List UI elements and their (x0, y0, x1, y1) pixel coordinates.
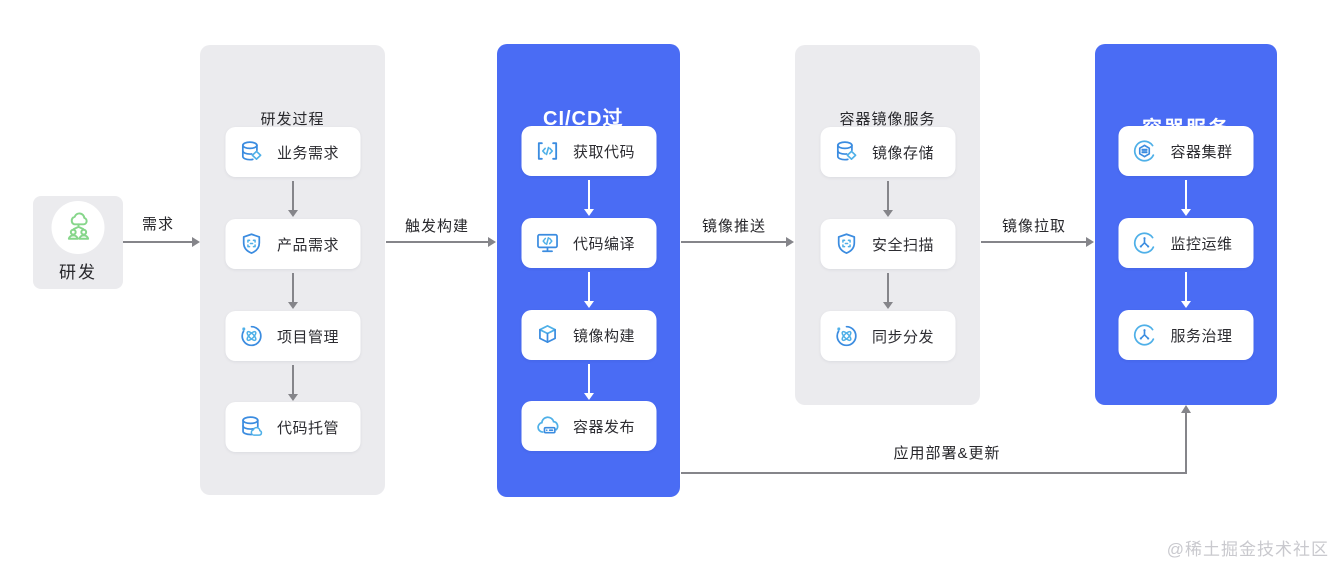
flow-label-trigger-build: 触发构建 (404, 218, 469, 235)
card-label: 产品需求 (276, 236, 339, 254)
actor-avatar (51, 201, 105, 254)
actor-rd-box: 研发 (33, 196, 123, 289)
branch-icon (1132, 322, 1158, 348)
card-monitoring-ops: 监控运维 (1118, 218, 1254, 268)
card-container-cluster: 容器集群 (1118, 126, 1254, 176)
code-brackets-icon (534, 138, 560, 164)
cluster-icon (1132, 138, 1158, 164)
card-code-compile: 代码编译 (521, 218, 656, 268)
flow-label-requirement: 需求 (141, 216, 174, 233)
panel-image-service: 容器镜像服务 镜像存储 安全扫描 同步分发 (795, 45, 980, 405)
database-cloud-icon (238, 414, 264, 440)
arrow-down-icon (886, 273, 889, 302)
card-business-requirements: 业务需求 (225, 127, 360, 177)
arrow-down-icon (291, 273, 294, 302)
database-layers-icon (833, 139, 859, 165)
shield-scan-icon (238, 231, 264, 257)
card-security-scan: 安全扫描 (820, 219, 955, 269)
sync-circle-icon (238, 323, 264, 349)
database-layers-icon (238, 139, 264, 165)
card-label: 项目管理 (276, 328, 339, 346)
card-fetch-code: 获取代码 (521, 126, 656, 176)
panel-dev-process: 研发过程 业务需求 产品需求 项目管理 代码托管 (200, 45, 385, 495)
card-label: 服务治理 (1170, 327, 1233, 345)
card-code-hosting: 代码托管 (225, 402, 360, 452)
actor-label: 研发 (59, 263, 97, 282)
arrow-down-icon (587, 180, 590, 209)
panel-title-dev-process: 研发过程 (260, 111, 325, 128)
card-label: 代码编译 (572, 235, 635, 253)
arrow-down-icon (1185, 272, 1187, 301)
team-cloud-icon (61, 211, 95, 245)
card-image-storage: 镜像存储 (820, 127, 955, 177)
arrow-down-icon (291, 365, 294, 394)
card-label: 容器发布 (572, 418, 635, 436)
deploy-connector-line (681, 472, 1187, 474)
card-sync-distribution: 同步分发 (820, 311, 955, 361)
panel-title-image-service: 容器镜像服务 (839, 111, 936, 128)
arrow-right-icon (681, 241, 786, 243)
card-label: 代码托管 (276, 419, 339, 437)
card-label: 获取代码 (572, 143, 635, 161)
arrow-right-icon (386, 241, 488, 243)
monitor-code-icon (534, 230, 560, 256)
card-container-release: 容器发布 (521, 401, 656, 451)
card-label: 容器集群 (1170, 143, 1233, 161)
arrow-right-icon (981, 241, 1086, 243)
arrow-down-icon (587, 364, 590, 393)
cloud-server-icon (534, 413, 560, 439)
card-label: 安全扫描 (871, 236, 934, 254)
arrow-down-icon (886, 181, 889, 210)
cube-icon (534, 322, 560, 348)
flow-label-image-pull: 镜像拉取 (1001, 218, 1066, 235)
card-project-management: 项目管理 (225, 311, 360, 361)
card-label: 同步分发 (871, 328, 934, 346)
card-service-governance: 服务治理 (1118, 310, 1254, 360)
card-label: 镜像构建 (572, 327, 635, 345)
shield-scan-icon (833, 231, 859, 257)
card-product-requirements: 产品需求 (225, 219, 360, 269)
arrow-down-icon (291, 181, 294, 210)
arrow-right-icon (123, 241, 192, 243)
panel-cicd-process: CI/CD过程 获取代码 代码编译 镜像构建 容器发布 (497, 44, 680, 497)
arrow-up-icon (1185, 412, 1187, 473)
panel-container-service: 容器服务 容器集群 监控运维 服务治理 (1095, 44, 1277, 405)
card-image-build: 镜像构建 (521, 310, 656, 360)
flow-label-deploy-update: 应用部署&更新 (893, 445, 1001, 462)
card-label: 镜像存储 (871, 144, 934, 162)
arrow-down-icon (587, 272, 590, 301)
sync-circle-icon (833, 323, 859, 349)
flow-label-image-push: 镜像推送 (701, 218, 766, 235)
watermark: @稀土掘金技术社区 (1166, 540, 1329, 559)
arrow-down-icon (1185, 180, 1187, 209)
card-label: 业务需求 (276, 144, 339, 162)
branch-icon (1132, 230, 1158, 256)
card-label: 监控运维 (1170, 235, 1233, 253)
